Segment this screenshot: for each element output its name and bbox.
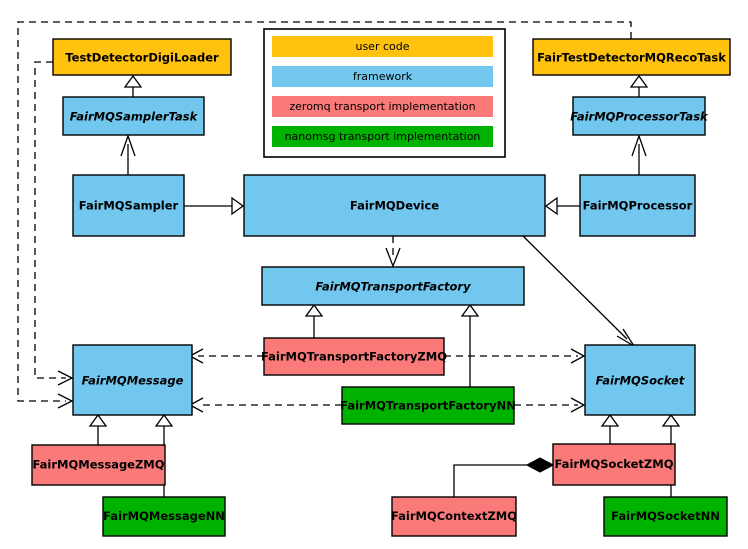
node-label: FairTestDetectorMQRecoTask (537, 51, 726, 65)
arrowhead-triangle-socketnn (661, 413, 681, 427)
node-label: FairMQMessageNN (103, 509, 225, 523)
node-TestDetectorDigiLoader[interactable]: TestDetectorDigiLoader (52, 38, 232, 76)
node-label: FairMQContextZMQ (391, 509, 517, 523)
node-box[interactable] (261, 266, 525, 306)
edge-device-to-socket (522, 235, 628, 340)
node-box[interactable] (341, 386, 515, 425)
node-FairMQMessage[interactable]: FairMQMessage (72, 344, 193, 416)
node-box[interactable] (102, 496, 226, 537)
node-box[interactable] (52, 38, 232, 76)
arrowhead-triangle-messagenn (154, 413, 174, 427)
legend-label: nanomsg transport implementation (285, 130, 481, 143)
node-FairMQMessageZMQ[interactable]: FairMQMessageZMQ (31, 444, 166, 486)
node-box[interactable] (552, 443, 676, 486)
node-box[interactable] (532, 38, 731, 76)
node-FairMQTransportFactory[interactable]: FairMQTransportFactory (261, 266, 525, 306)
node-label: FairMQProcessor (583, 199, 693, 213)
node-box[interactable] (263, 337, 445, 376)
legend-swatch-user-code (272, 36, 493, 57)
arrowhead-open-tfzmq-socket (570, 348, 586, 364)
arrowhead-open-digiloader-message (57, 370, 74, 386)
node-label: FairMQSocket (596, 374, 685, 388)
node-FairMQSocketZMQ[interactable]: FairMQSocketZMQ (552, 443, 676, 486)
legend-swatch-nanomsg (272, 126, 493, 147)
edge-digiloader-to-message (34, 61, 66, 379)
node-box[interactable] (579, 174, 696, 237)
node-FairMQProcessor[interactable]: FairMQProcessor (579, 174, 696, 237)
node-FairMQContextZMQ[interactable]: FairMQContextZMQ (391, 496, 517, 537)
arrowhead-triangle-tfzmq (304, 303, 324, 317)
node-label: FairMQDevice (350, 199, 439, 213)
arrowhead-open-device-transportfactory (385, 247, 401, 268)
node-FairMQSocketNN[interactable]: FairMQSocketNN (603, 496, 728, 537)
node-label: FairMQProcessorTask (570, 110, 709, 124)
node-label: FairMQMessage (82, 374, 184, 388)
arrowhead-triangle-sampler-device (231, 196, 245, 216)
arrowhead-open-tfnn-socket (570, 397, 586, 413)
legend-item-zeromq: zeromq transport implementation (272, 96, 493, 117)
node-box[interactable] (584, 344, 696, 416)
diamond-composition-contextzmq (525, 457, 555, 473)
arrowhead-triangle-tfnn (460, 303, 480, 317)
node-FairMQTransportFactoryZMQ[interactable]: FairMQTransportFactoryZMQ (261, 337, 447, 376)
node-label: FairMQTransportFactory (315, 280, 471, 294)
node-box[interactable] (603, 496, 728, 537)
node-layer: TestDetectorDigiLoader FairMQSamplerTask… (31, 38, 731, 537)
legend-label: user code (355, 40, 409, 53)
node-label: TestDetectorDigiLoader (65, 51, 219, 65)
legend-item-nanomsg: nanomsg transport implementation (272, 126, 493, 147)
node-box[interactable] (572, 96, 706, 136)
arrowhead-triangle-processor-device (544, 196, 558, 216)
arrowhead-triangle-samplertask (123, 74, 143, 88)
legend-item-framework: framework (272, 66, 493, 87)
node-box[interactable] (62, 96, 205, 136)
node-FairMQMessageNN[interactable]: FairMQMessageNN (102, 496, 226, 537)
legend-label: framework (353, 70, 413, 83)
node-label: FairMQSamplerTask (70, 110, 199, 124)
node-FairMQSocket[interactable]: FairMQSocket (584, 344, 696, 416)
node-label: FairMQMessageZMQ (32, 458, 164, 472)
arrowhead-triangle-processortask (629, 74, 649, 88)
node-box[interactable] (31, 444, 166, 486)
node-label: FairMQSocketNN (611, 509, 720, 523)
node-box[interactable] (72, 344, 193, 416)
node-FairMQProcessorTask[interactable]: FairMQProcessorTask (570, 96, 709, 136)
legend-item-user-code: user code (272, 36, 493, 57)
arrowhead-triangle-socketzmq (600, 413, 620, 427)
node-FairMQSampler[interactable]: FairMQSampler (72, 174, 185, 237)
node-FairTestDetectorMQRecoTask[interactable]: FairTestDetectorMQRecoTask (532, 38, 731, 76)
node-FairMQDevice[interactable]: FairMQDevice (243, 174, 546, 237)
node-label: FairMQSampler (79, 199, 179, 213)
edge-contextzmq-to-socketzmq (453, 464, 541, 497)
legend-swatch-framework (272, 66, 493, 87)
node-label: FairMQTransportFactoryZMQ (261, 350, 447, 364)
arrowhead-open-processor-processortask (631, 134, 647, 157)
node-box[interactable] (391, 496, 517, 537)
node-FairMQSamplerTask[interactable]: FairMQSamplerTask (62, 96, 205, 136)
node-box[interactable] (243, 174, 546, 237)
node-label: FairMQTransportFactoryNN (340, 399, 516, 413)
arrowhead-open-sampler-samplertask (120, 134, 136, 157)
node-FairMQTransportFactoryNN[interactable]: FairMQTransportFactoryNN (340, 386, 516, 425)
edge-recotask-to-message (17, 21, 632, 402)
legend-swatch-zeromq (272, 96, 493, 117)
legend: user code framework zeromq transport imp… (263, 28, 506, 158)
node-box[interactable] (72, 174, 185, 237)
legend-label: zeromq transport implementation (289, 100, 475, 113)
arrowhead-triangle-messagezmq (88, 413, 108, 427)
node-label: FairMQSocketZMQ (555, 457, 674, 471)
edge-layer (17, 21, 681, 497)
arrowhead-open-recotask-message (57, 393, 74, 409)
